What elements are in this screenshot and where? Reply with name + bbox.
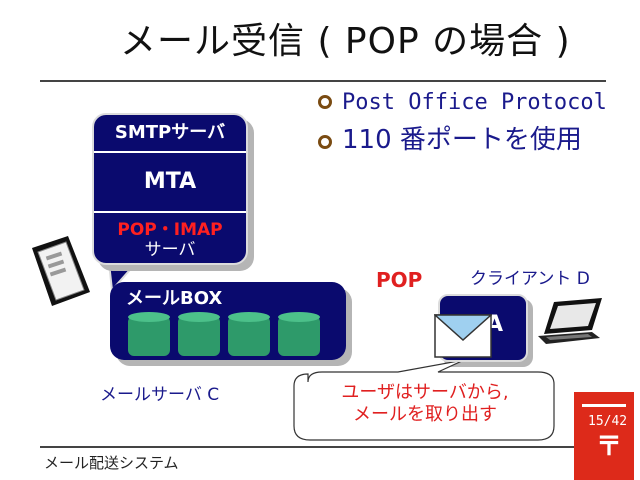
- post-mark-panel: [574, 392, 634, 480]
- laptop-icon: [538, 298, 602, 344]
- mailbox-cylinder: [278, 312, 320, 356]
- bullet-text: Post Office Protocol: [342, 90, 607, 115]
- client-caption: クライアント D: [470, 269, 590, 289]
- bullet-item: Post Office Protocol: [316, 88, 626, 117]
- footer-title: メール配送システム: [44, 454, 179, 472]
- mailbox-cylinder: [178, 312, 220, 356]
- callout-line: メールを取り出す: [353, 404, 497, 425]
- bullet-dot-icon: [318, 95, 332, 109]
- server-divider: [94, 211, 246, 213]
- envelope-icon: [434, 314, 492, 358]
- title-rule: [40, 80, 606, 82]
- mail-server-caption: メールサーバ C: [100, 385, 220, 405]
- callout-line: ユーザはサーバから,: [341, 382, 509, 403]
- bullet-item: 110 番ポートを使用: [316, 123, 626, 157]
- postal-mark-icon: 〒: [596, 432, 623, 462]
- server-mta-label: MTA: [143, 169, 197, 194]
- callout-bubble: [293, 362, 555, 441]
- mailbox-cylinder: [128, 312, 170, 356]
- server-box: SMTPサーバ MTA POP・IMAP サーバ: [92, 113, 248, 265]
- slide-title: メール受信 ( POP の場合 ): [120, 21, 571, 62]
- bullet-dot-icon: [318, 135, 332, 149]
- pop-protocol-label: POP: [376, 268, 423, 292]
- bullet-text: 110 番ポートを使用: [342, 125, 582, 155]
- mailbox-cylinder: [228, 312, 270, 356]
- server-divider: [94, 151, 246, 153]
- server-computer-icon: [32, 236, 90, 306]
- bullet-list: Post Office Protocol 110 番ポートを使用: [316, 88, 626, 157]
- footer-rule: [40, 446, 600, 448]
- smtp-server-label: SMTPサーバ: [114, 122, 226, 143]
- pop-imap-label: POP・IMAP: [117, 220, 223, 240]
- mailbox-label: メールBOX: [126, 288, 223, 309]
- callout-text: ユーザはサーバから, メールを取り出す: [300, 382, 550, 426]
- page-number: 15/42: [588, 414, 628, 429]
- pop-imap-sub-label: サーバ: [144, 240, 196, 260]
